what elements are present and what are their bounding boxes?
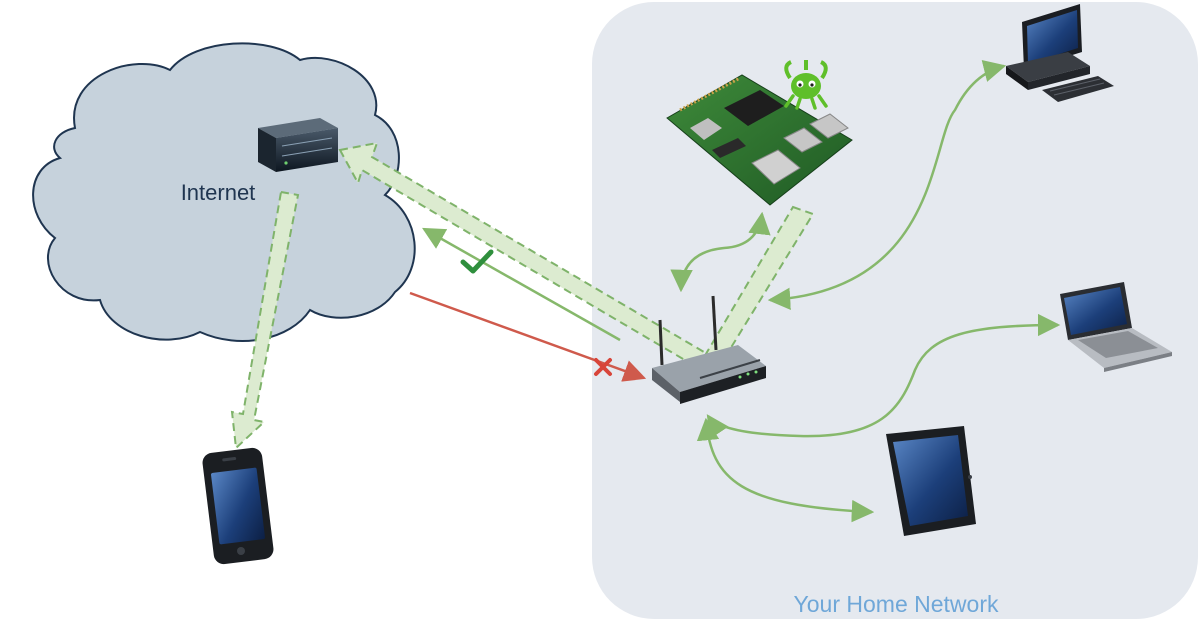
laptop-icon — [1060, 282, 1172, 372]
router-pi-arrow — [670, 211, 771, 293]
server-icon — [258, 118, 338, 172]
tunnel-phone-server — [230, 190, 300, 451]
desktop-computer-icon — [1006, 4, 1114, 102]
internet-label: Internet — [181, 180, 256, 205]
internet-cloud: Internet — [32, 42, 416, 342]
router-tablet-arrow — [696, 417, 875, 523]
cross-icon — [594, 358, 612, 376]
check-icon — [460, 249, 494, 274]
allowed-arrow — [422, 227, 621, 342]
smartphone-icon — [202, 447, 274, 565]
router-desktop-arrow — [767, 60, 1007, 311]
home-network-label: Your Home Network — [794, 591, 999, 617]
tablet-icon — [886, 426, 976, 536]
